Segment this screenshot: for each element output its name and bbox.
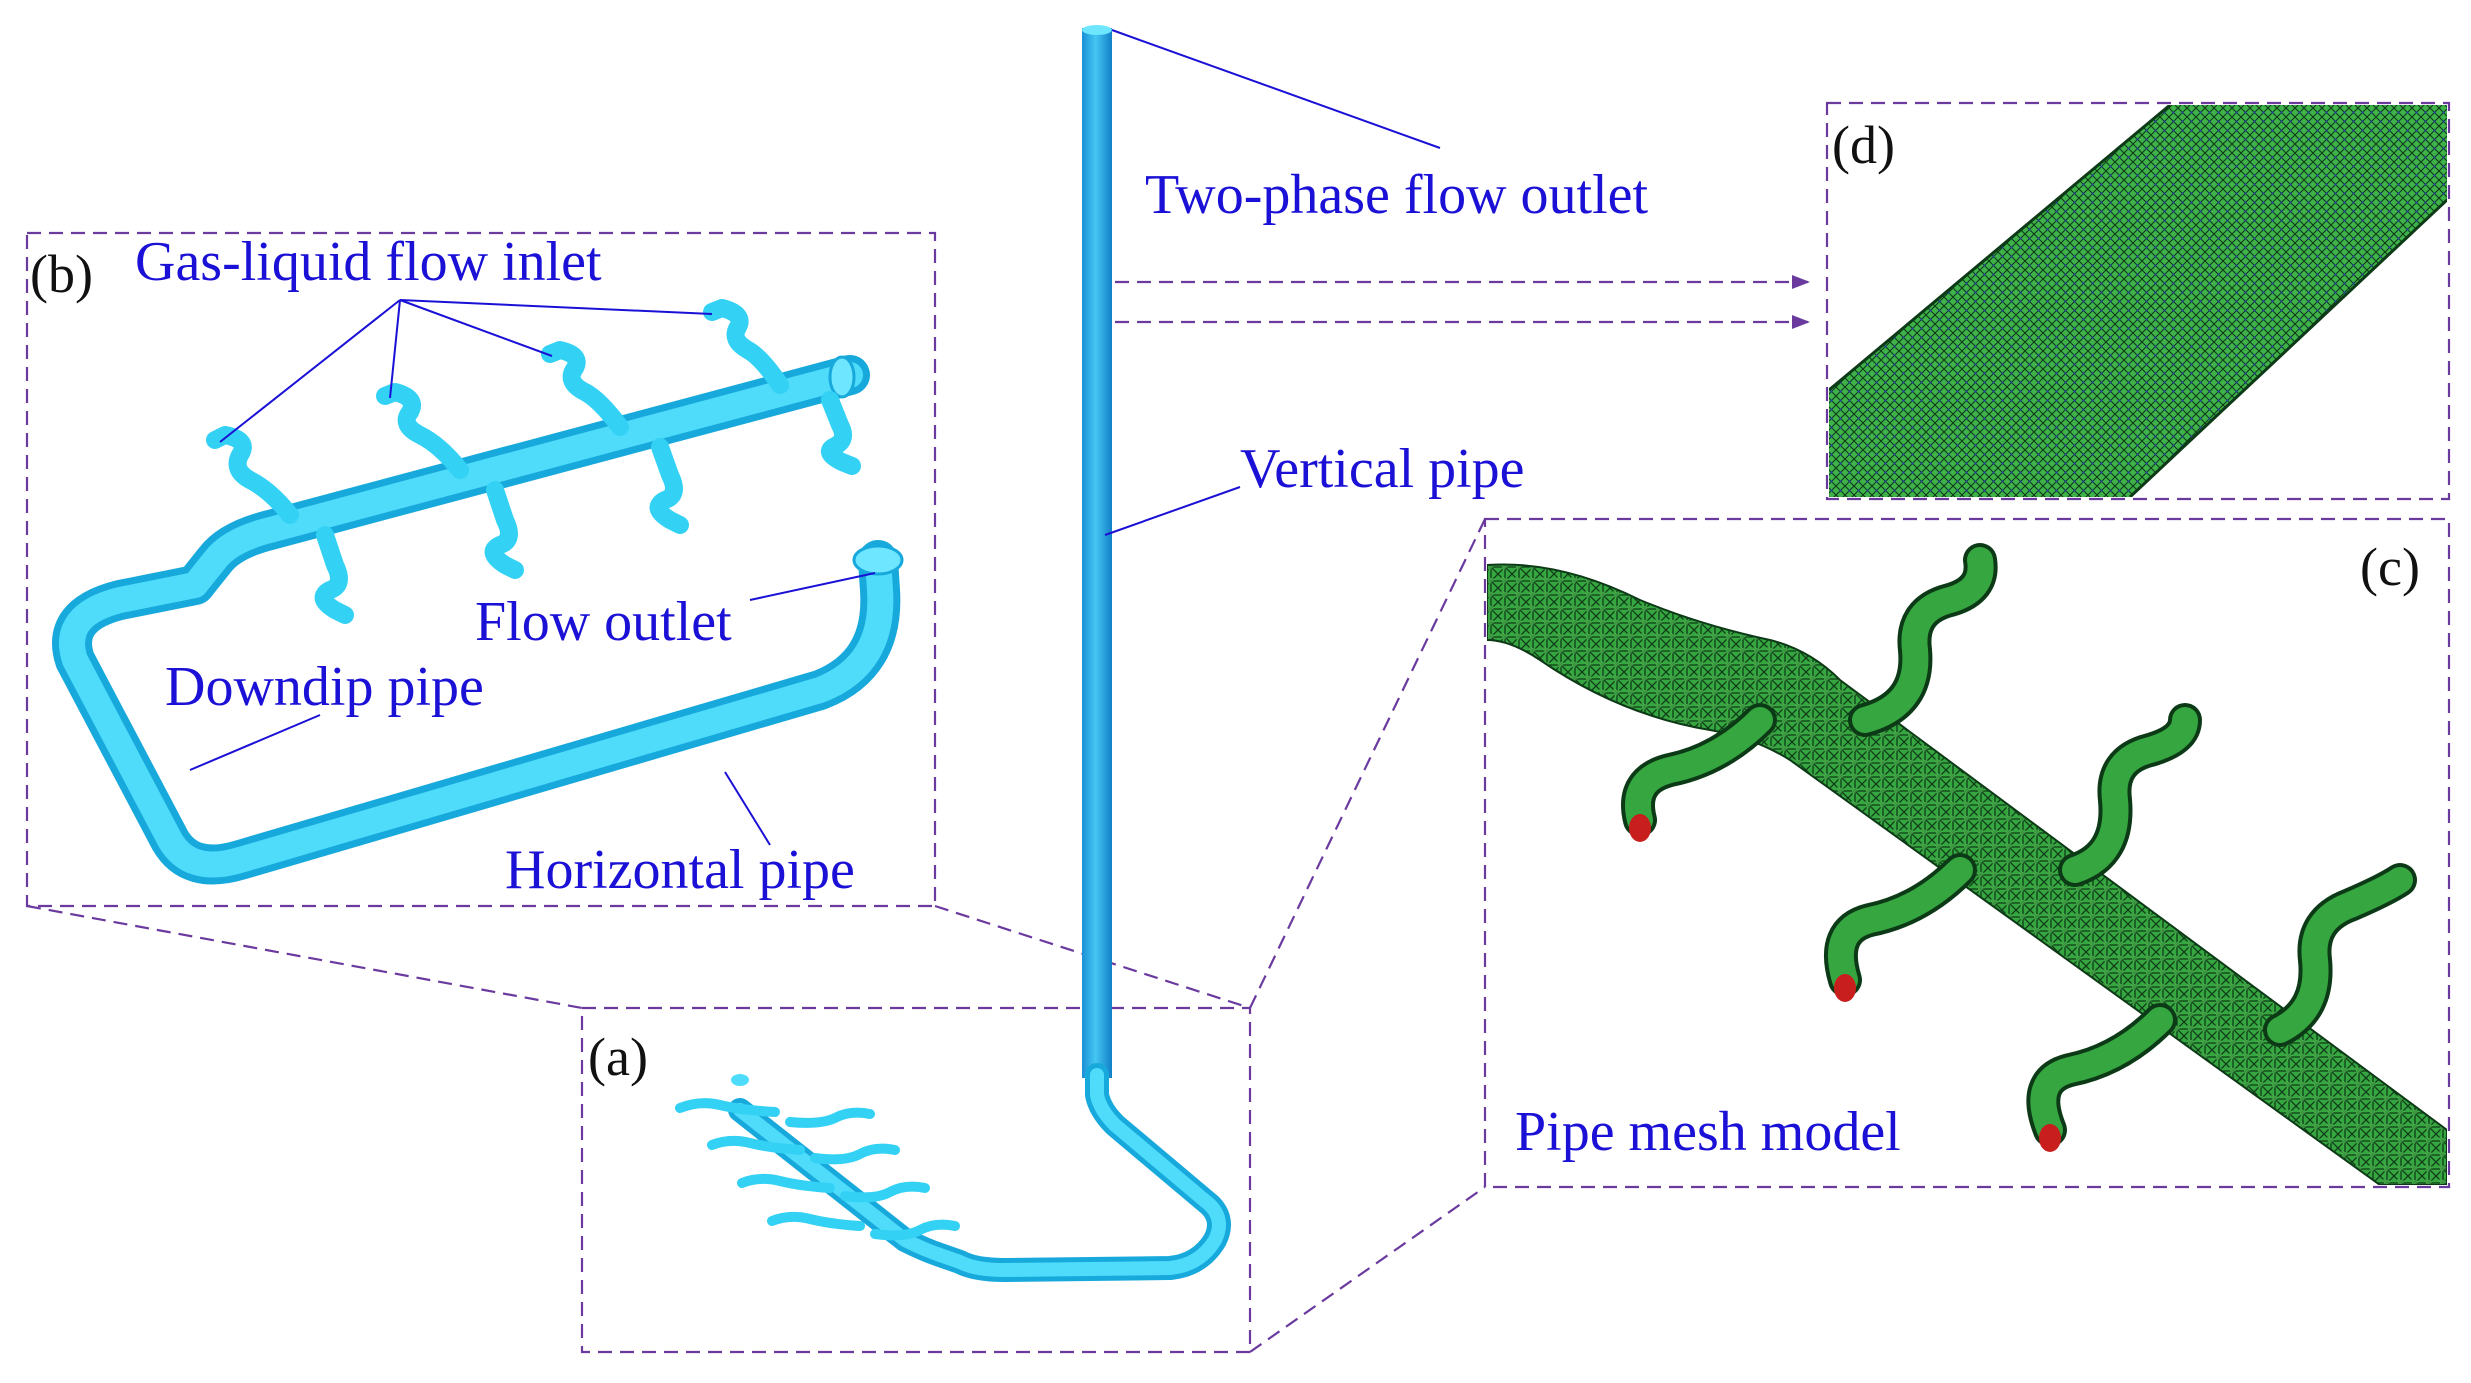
panel-label-d: (d): [1832, 115, 1895, 175]
frame-panel-d: [1825, 101, 2451, 501]
panel-label-a: (a): [588, 1027, 648, 1087]
label-downdip-pipe: Downdip pipe: [165, 656, 484, 718]
vertical-pipe: [1082, 28, 1112, 1078]
inlet-cap-red-1: [1629, 814, 1651, 842]
connector-a-c-top: [1249, 518, 1486, 1009]
label-flow-outlet: Flow outlet: [475, 591, 732, 653]
inlet-cap-red-2: [1834, 974, 1856, 1002]
a-branch-3: [737, 1173, 930, 1203]
mesh-branch-lower-1: [1625, 707, 1773, 833]
small-header-end: [731, 1074, 749, 1086]
panel-c-mesh-model: [1487, 543, 2447, 1185]
a-branch-2: [707, 1135, 900, 1165]
frames: [25, 101, 2451, 1354]
panel-d-mesh-closeup: [1829, 105, 2447, 497]
leader-inlet-4: [399, 299, 713, 315]
label-pipe-mesh-model: Pipe mesh model: [1515, 1101, 1901, 1163]
mesh-branch-upper-3: [2267, 867, 2413, 1043]
lower-branch-4: [821, 391, 861, 475]
label-gas-liquid-inlet: Gas-liquid flow inlet: [135, 231, 602, 293]
panel-label-c: (c): [2360, 537, 2420, 597]
leader-downdip: [189, 714, 321, 771]
flow-outlet-opening: [852, 544, 904, 576]
leader-inlet-1: [219, 299, 401, 443]
label-vertical-pipe: Vertical pipe: [1240, 438, 1525, 500]
a-branch-1: [675, 1098, 875, 1128]
leader-horizontal: [724, 771, 771, 846]
header-end-cap: [828, 355, 856, 399]
label-two-phase-outlet: Two-phase flow outlet: [1145, 164, 1649, 226]
mesh-branch-lower-3: [2030, 1007, 2173, 1143]
frame-panel-b: [25, 231, 937, 908]
frame-panel-a: [580, 1006, 1252, 1354]
leader-two-phase-outlet: [1111, 29, 1441, 149]
mesh-branch-lower-2: [1827, 857, 1973, 993]
lower-branch-2: [484, 481, 524, 579]
connector-a-c-bottom: [1249, 1186, 1486, 1353]
a-branch-4: [767, 1211, 960, 1241]
lower-branch-3: [649, 438, 689, 534]
leader-inlet-2: [389, 299, 401, 399]
mesh-branch-upper-2: [2062, 707, 2198, 883]
panel-label-b: (b): [30, 244, 93, 304]
panel-b-pipe-model: [52, 299, 904, 885]
mesh-branch-upper-1: [1852, 547, 1994, 733]
leader-vertical-pipe: [1104, 486, 1241, 536]
panel-a-full-model: [675, 25, 1441, 1282]
mesh-pipe-segment-d: [1829, 105, 2447, 497]
frame-panel-c: [1483, 517, 2451, 1189]
inlet-branch-2: [376, 383, 469, 479]
leader-flow-outlet: [749, 572, 876, 601]
inlet-branch-1: [206, 426, 299, 524]
leader-inlet-3: [399, 299, 553, 357]
inlet-cap-red-3: [2039, 1124, 2061, 1152]
inlet-branch-3: [541, 341, 629, 436]
label-horizontal-pipe: Horizontal pipe: [505, 839, 855, 901]
vertical-pipe-top-cap: [1082, 25, 1112, 35]
lower-branch-1: [314, 526, 354, 624]
inlet-branch-4: [703, 299, 789, 394]
labels: (b) (a) (c) (d) Gas-liquid flow inlet Fl…: [30, 115, 2420, 1163]
connector-b-a-left: [26, 904, 583, 1010]
